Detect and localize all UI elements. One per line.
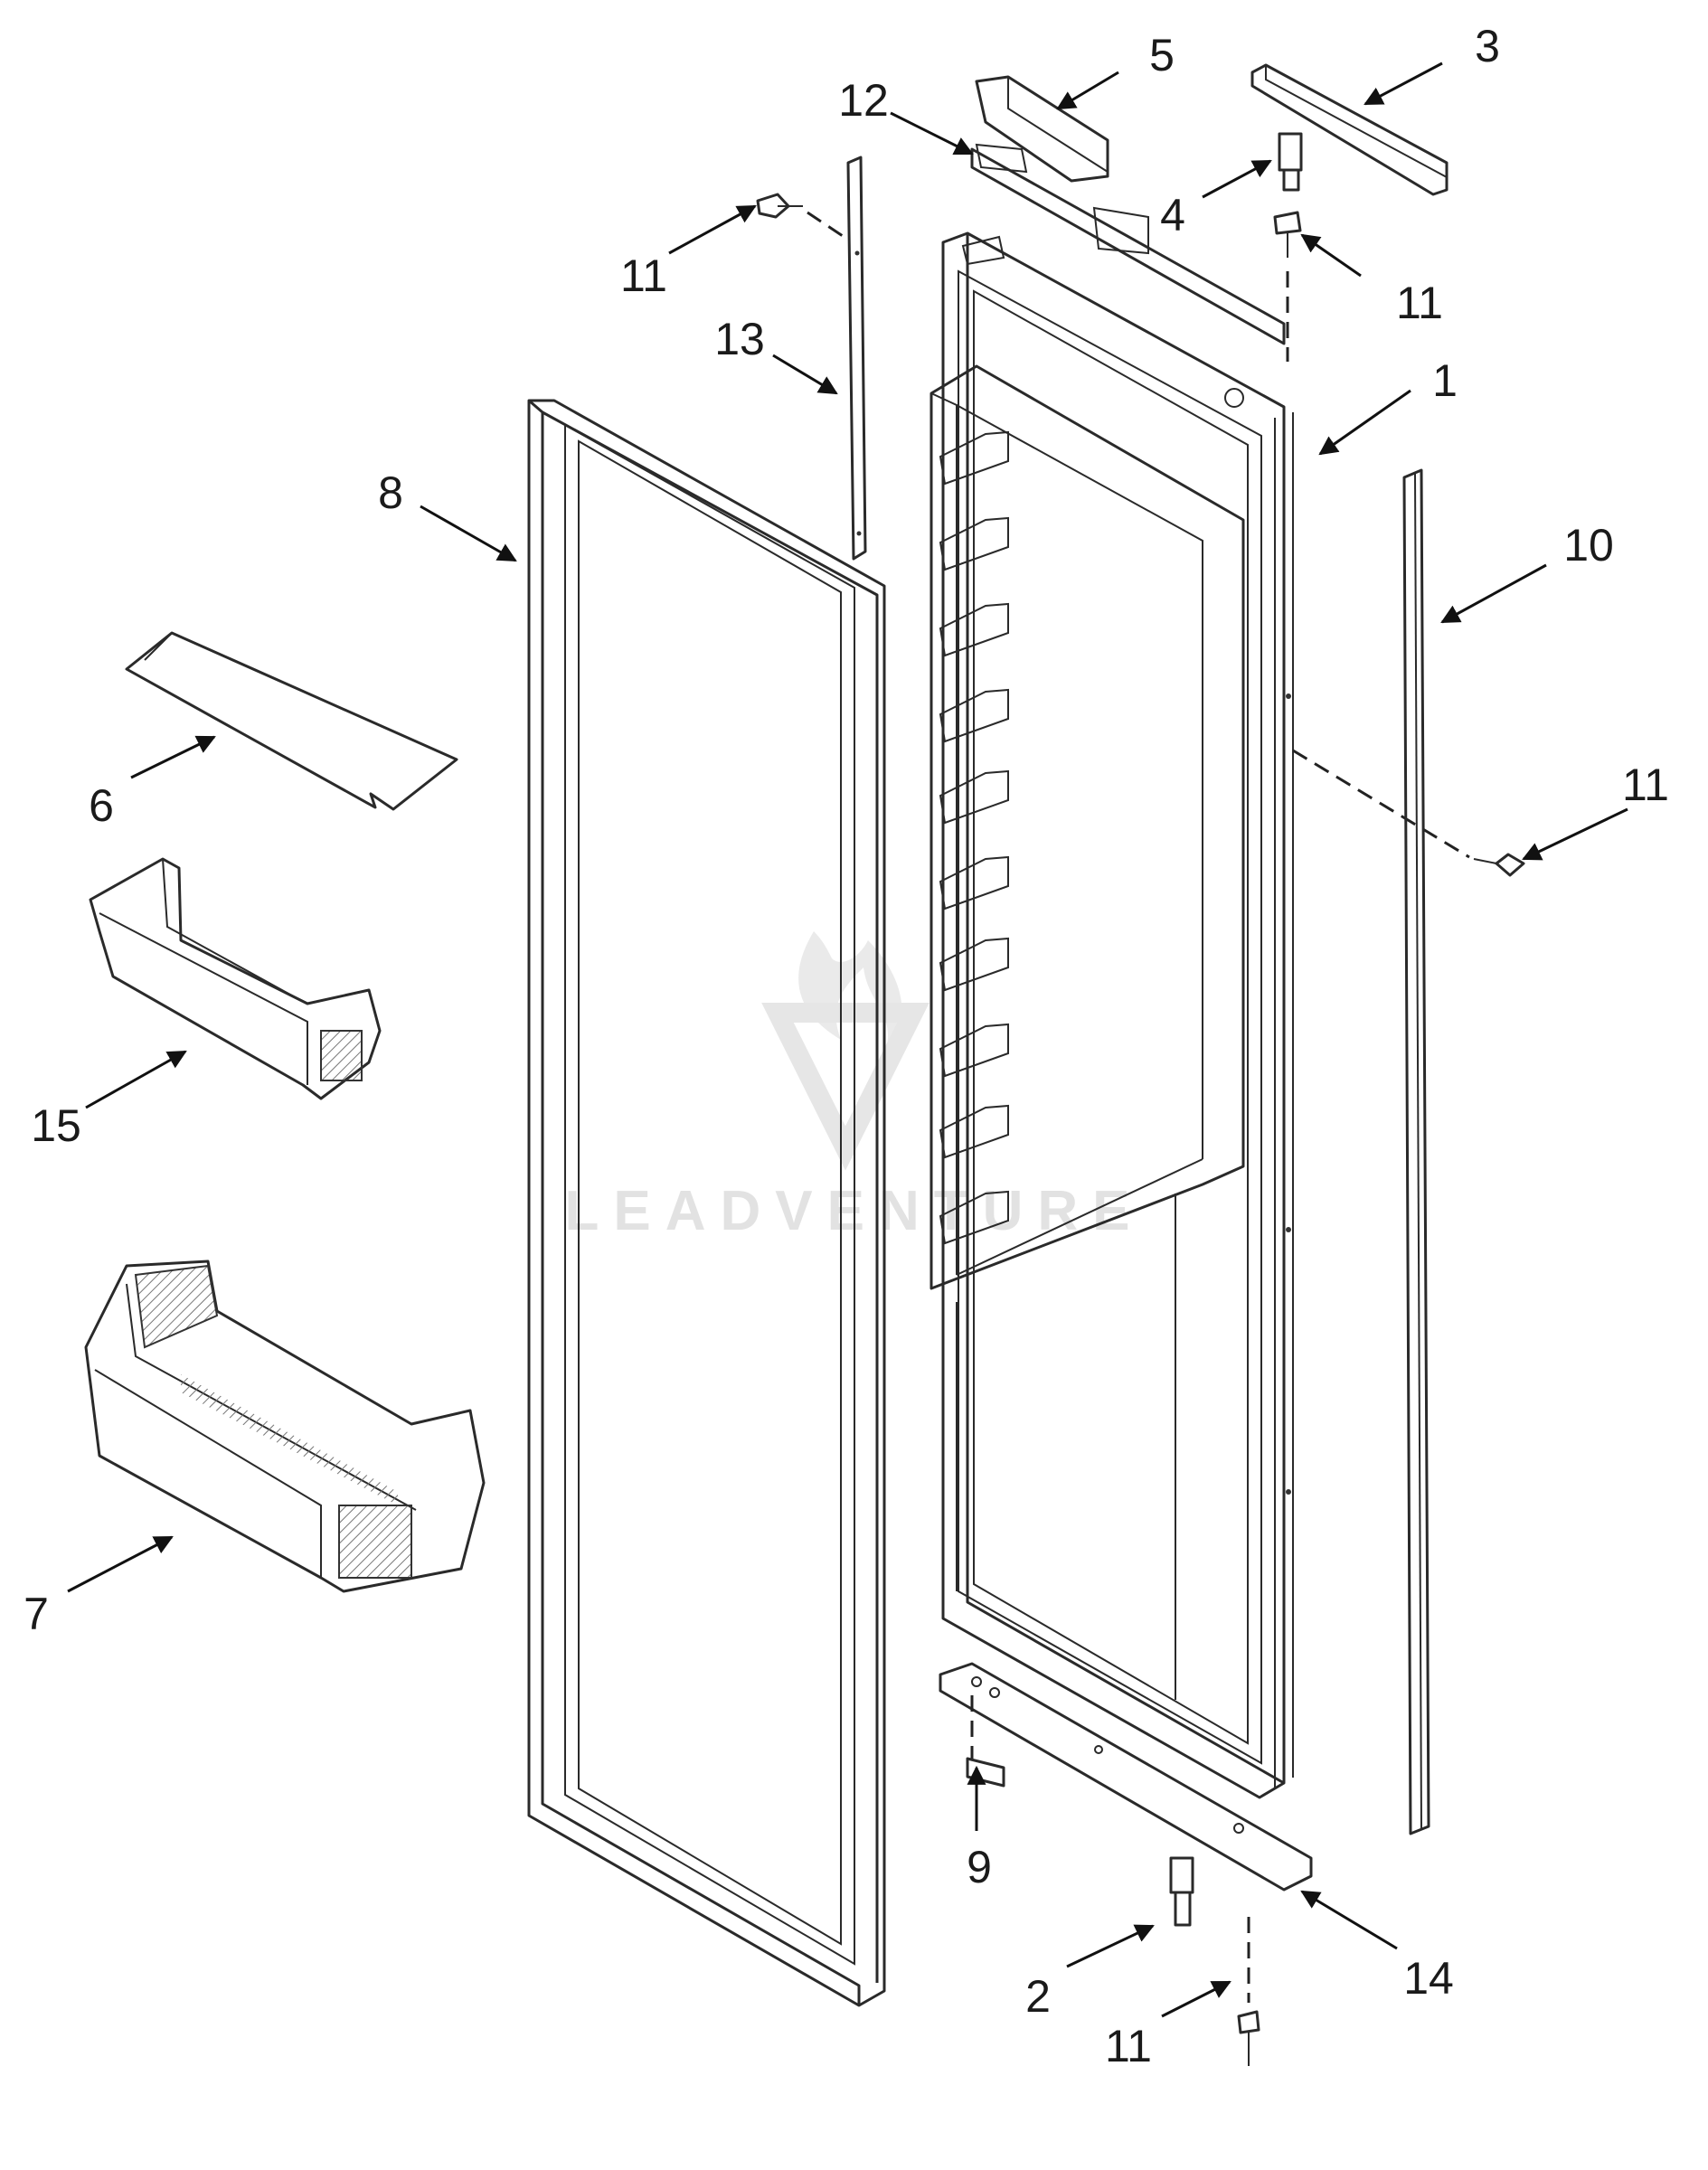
part-8-door-gasket <box>527 399 886 2007</box>
callout-9: 9 <box>967 1842 992 1892</box>
callout-3: 3 <box>1475 21 1500 71</box>
part-7-door-bin-large <box>84 1260 486 1593</box>
callout-1: 1 <box>1432 355 1458 406</box>
callout-11-bottom: 11 <box>1105 2021 1152 2071</box>
part-11-screw-top-right <box>1273 211 1302 362</box>
part-14-bottom-hinge-bracket <box>939 1662 1313 1892</box>
part-1-door-assembly <box>929 231 1294 1799</box>
callout-14: 14 <box>1403 1953 1454 2004</box>
callout-13: 13 <box>714 314 765 364</box>
part-10-side-trim <box>1402 468 1430 1835</box>
callout-labels: 5 3 12 4 11 11 13 1 8 10 6 11 15 7 9 2 1… <box>24 21 1669 2071</box>
part-11-screw-top-left <box>756 193 849 241</box>
callout-11-top-right: 11 <box>1396 278 1443 328</box>
part-12-top-hinge-bracket <box>970 143 1286 345</box>
part-11-screw-bottom <box>1237 1917 1260 2066</box>
part-15-door-bin-small <box>89 857 382 1100</box>
part-4-hinge-pin <box>1278 132 1303 192</box>
door-shelf-ribs <box>939 430 1009 1245</box>
callout-5: 5 <box>1149 30 1175 80</box>
watermark-flame-icon <box>798 931 902 1049</box>
part-11-screw-right <box>1292 749 1525 877</box>
watermark-text: LEADVENTURE <box>564 1180 1144 1242</box>
callout-15: 15 <box>31 1100 81 1151</box>
part-3-top-trim <box>1250 63 1448 196</box>
callout-8: 8 <box>378 467 403 518</box>
watermark-v-icon <box>761 1003 929 1171</box>
callout-6: 6 <box>89 780 114 831</box>
callout-7: 7 <box>24 1589 49 1639</box>
part-5-hinge-cover <box>975 75 1109 183</box>
callout-10: 10 <box>1563 520 1614 571</box>
callout-12: 12 <box>838 75 889 126</box>
callout-11-top-left: 11 <box>620 250 667 301</box>
watermark: LEADVENTURE <box>564 931 1144 1242</box>
part-2-hinge-pin <box>1169 1856 1194 1927</box>
part-13-strip <box>846 156 867 561</box>
part-9-clip <box>966 1757 1005 1788</box>
callout-11-right: 11 <box>1622 760 1669 810</box>
callout-2: 2 <box>1025 1971 1051 2022</box>
leader-arrows <box>67 61 1628 2018</box>
part-6-shelf-plate <box>125 631 458 811</box>
callout-4: 4 <box>1160 190 1185 241</box>
